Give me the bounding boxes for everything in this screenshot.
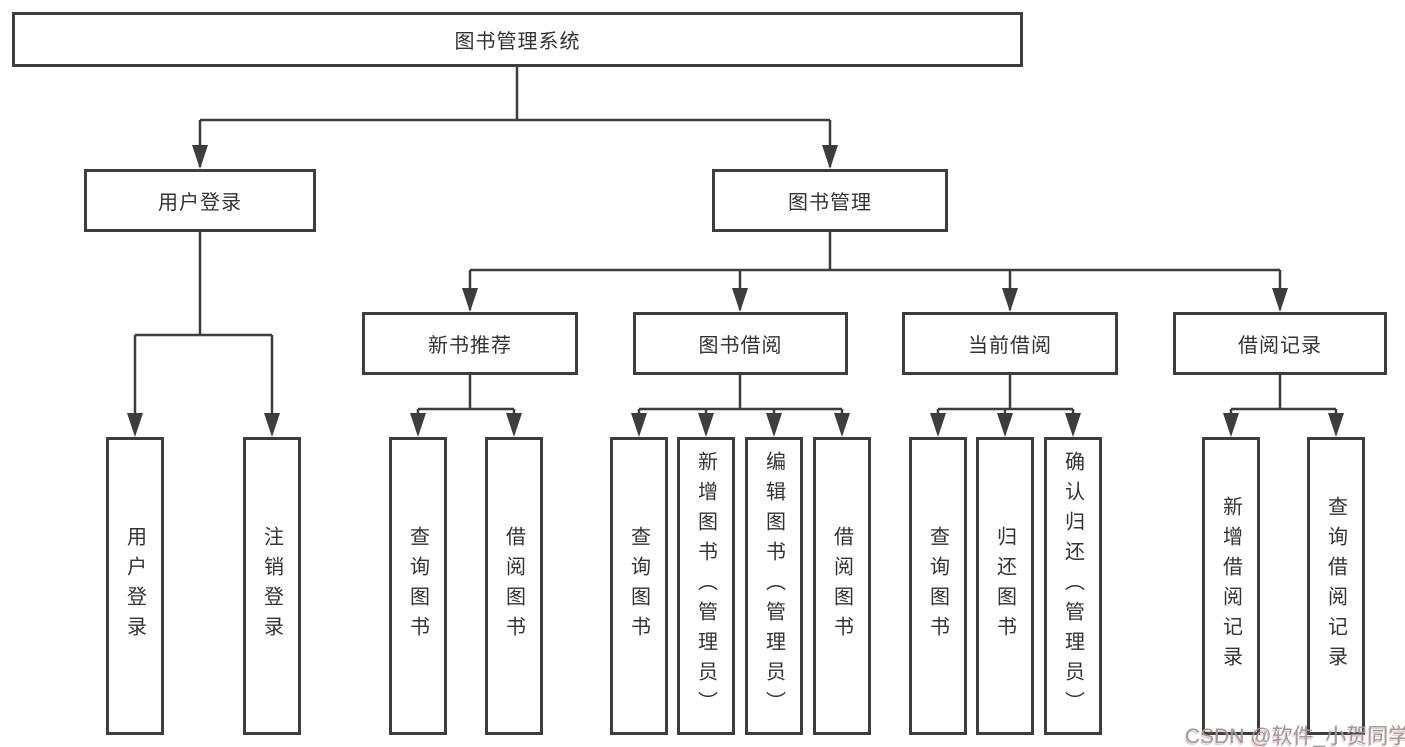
leaf-label: 新增图书（管理员）	[694, 451, 717, 721]
leaf-label: 用户登录	[123, 526, 146, 646]
node-label: 图书管理系统	[454, 31, 581, 53]
leaf-edit-books-admin: 编辑图书（管理员）	[745, 437, 803, 735]
node-label: 图书借阅	[698, 335, 783, 357]
leaf-label: 借阅图书	[830, 526, 853, 646]
csdn-watermark: CSDN @软件_小贺同学	[1185, 725, 1405, 747]
connector-arrowheads	[127, 145, 1344, 437]
leaf-label: 确认归还（管理员）	[1061, 451, 1084, 721]
leaf-add-books-admin: 新增图书（管理员）	[677, 437, 735, 735]
leaf-add-borrow-record: 新增借阅记录	[1202, 437, 1260, 735]
leaf-borrow-books: 借阅图书	[485, 437, 543, 735]
node-label: 当前借阅	[968, 335, 1052, 357]
leaf-query-books: 查询图书	[389, 437, 447, 735]
connector-lines	[133, 67, 1338, 433]
node-label: 用户登录	[158, 192, 242, 214]
node-system-root: 图书管理系统	[12, 12, 1023, 67]
leaf-label: 注销登录	[260, 526, 283, 646]
node-book-borrow: 图书借阅	[633, 312, 848, 375]
leaf-query-books: 查询图书	[909, 437, 967, 735]
leaf-return-books: 归还图书	[976, 437, 1034, 735]
node-new-book-recommend: 新书推荐	[362, 312, 578, 375]
leaf-query-borrow-record: 查询借阅记录	[1307, 437, 1365, 735]
leaf-label: 编辑图书（管理员）	[762, 451, 785, 721]
node-book-management: 图书管理	[712, 169, 948, 232]
leaf-label: 查询图书	[627, 526, 650, 646]
leaf-label: 查询图书	[926, 526, 949, 646]
node-label: 新书推荐	[428, 335, 512, 357]
node-borrow-records: 借阅记录	[1173, 312, 1387, 375]
node-label: 图书管理	[788, 192, 872, 214]
leaf-label: 归还图书	[993, 526, 1016, 646]
leaf-label: 查询图书	[406, 526, 429, 646]
leaf-confirm-return-admin: 确认归还（管理员）	[1044, 437, 1102, 735]
leaf-label: 借阅图书	[502, 526, 525, 646]
leaf-query-books: 查询图书	[610, 437, 668, 735]
node-user-login: 用户登录	[84, 169, 316, 232]
leaf-logout: 注销登录	[243, 437, 301, 735]
node-current-borrow: 当前借阅	[902, 312, 1118, 375]
leaf-borrow-books: 借阅图书	[813, 437, 871, 735]
leaf-label: 新增借阅记录	[1219, 496, 1242, 676]
leaf-label: 查询借阅记录	[1324, 496, 1347, 676]
leaf-user-login: 用户登录	[106, 437, 164, 735]
node-label: 借阅记录	[1238, 335, 1322, 357]
